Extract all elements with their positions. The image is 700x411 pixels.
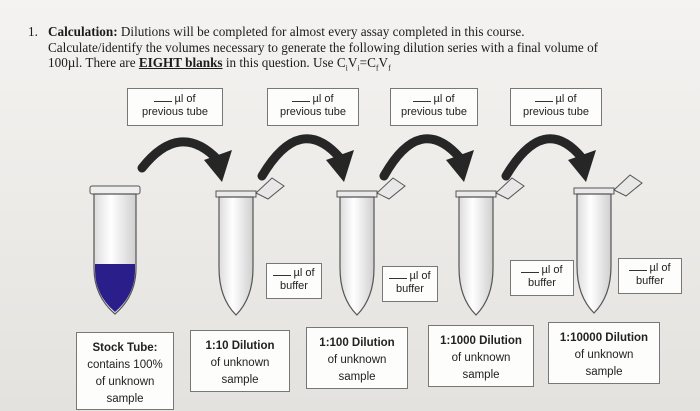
buffer-box-1: µl of buffer: [266, 263, 322, 299]
blank-line: [521, 264, 540, 273]
label-title: 1:10 Dilution: [205, 340, 275, 352]
question-line-1-text: Dilutions will be completed for almost e…: [117, 24, 525, 39]
stock-tube: [89, 185, 141, 315]
label-line: sample: [106, 393, 144, 405]
eight-blanks-text: EIGHT blanks: [138, 55, 223, 70]
unit-label: µl of: [174, 93, 196, 105]
unit-label: µl of: [409, 270, 431, 282]
label-title: 1:1000 Dilution: [440, 335, 522, 347]
box-text: buffer: [636, 275, 664, 287]
dilution-tube-2: [336, 177, 406, 316]
label-line: of unknown: [451, 352, 511, 364]
blank-line: [292, 93, 311, 102]
previous-tube-box-1: µl of previous tube: [127, 88, 223, 126]
arrow-4-head: [568, 150, 596, 182]
box-text: previous tube: [279, 106, 347, 118]
blank-line: [629, 262, 648, 271]
box-text: buffer: [280, 280, 308, 292]
label-line: sample: [585, 366, 623, 378]
arrow-2-head: [326, 150, 354, 182]
label-title: 1:100 Dilution: [319, 337, 395, 349]
unit-label: µl of: [555, 93, 577, 105]
arrow-2-curve: [257, 134, 345, 181]
label-title: 1:10000 Dilution: [559, 332, 649, 344]
unit-label: µl of: [649, 262, 671, 274]
sub-f-2: f: [388, 63, 391, 73]
question-line-3-e: V: [378, 55, 389, 70]
box-text: previous tube: [522, 106, 590, 118]
question-line-3-a: 100µl. There are: [48, 55, 139, 70]
label-line: of unknown: [95, 376, 155, 388]
previous-tube-box-3: µl of previous tube: [390, 88, 478, 126]
blank-line: [413, 93, 432, 102]
dilution-label-1-100: 1:100 Dilution of unknown sample: [306, 327, 408, 389]
blank-line: [389, 270, 408, 279]
arrow-4-curve: [501, 134, 587, 181]
unit-label: µl of: [541, 264, 563, 276]
question-bold-lead: Calculation:: [48, 24, 118, 39]
arrow-3-curve: [379, 134, 465, 181]
question-line-3-d: =C: [359, 55, 376, 70]
dilution-label-1-10000: 1:10000 Dilution of unknown sample: [548, 322, 660, 384]
arrow-1-curve: [137, 137, 223, 173]
blank-line: [273, 267, 292, 276]
stock-tube-cap: [89, 185, 141, 195]
tube-3-lid: [495, 177, 525, 200]
label-line: of unknown: [210, 357, 270, 369]
unit-label: µl of: [433, 93, 455, 105]
question-text: 1. Calculation: Dilutions will be comple…: [28, 24, 688, 76]
label-line: contains 100%: [87, 359, 163, 371]
label-line: of unknown: [574, 349, 634, 361]
question-number: 1.: [28, 24, 38, 39]
dilution-tube-4: [573, 174, 643, 314]
tube-1-lid: [255, 177, 285, 200]
blank-line: [154, 93, 173, 102]
label-line: of unknown: [327, 354, 387, 366]
blank-line: [535, 93, 554, 102]
box-text: previous tube: [141, 106, 209, 118]
label-title: Stock Tube:: [92, 342, 158, 354]
question-line-3-c: V: [347, 55, 358, 70]
question-line-2: Calculate/identify the volumes necessary…: [48, 39, 599, 55]
buffer-box-4: µl of buffer: [618, 258, 682, 294]
sub-i-1: i: [345, 63, 348, 73]
label-line: sample: [221, 374, 259, 386]
tube-4-lid: [613, 174, 643, 197]
previous-tube-box-2: µl of previous tube: [267, 88, 359, 126]
box-text: previous tube: [400, 106, 468, 118]
arrow-3-head: [446, 150, 474, 182]
arrow-1-head: [204, 150, 232, 182]
question-line-1: Calculation: Dilutions will be completed…: [48, 24, 688, 40]
sub-i-2: i: [357, 63, 360, 73]
buffer-box-2: µl of buffer: [382, 266, 438, 302]
unit-label: µl of: [312, 93, 334, 105]
sub-f-1: f: [375, 63, 379, 73]
dilution-tube-1: [215, 177, 285, 316]
box-text: buffer: [396, 283, 424, 295]
box-text: buffer: [528, 277, 556, 289]
stock-tube-label: Stock Tube: contains 100% of unknown sam…: [76, 332, 174, 410]
unit-label: µl of: [293, 267, 315, 279]
tube-2-lid: [376, 177, 406, 200]
dilution-label-1-1000: 1:1000 Dilution of unknown sample: [428, 325, 534, 387]
dilution-label-1-10: 1:10 Dilution of unknown sample: [190, 330, 290, 392]
label-line: sample: [338, 371, 376, 383]
label-line: sample: [462, 369, 500, 381]
buffer-box-3: µl of buffer: [510, 260, 574, 296]
dilution-tube-3: [455, 177, 525, 316]
stock-liquid: [95, 264, 135, 312]
question-line-3-b: in this question. Use C: [222, 55, 346, 70]
previous-tube-box-4: µl of previous tube: [510, 88, 602, 126]
question-line-3: 100µl. There are EIGHT blanks in this qu…: [48, 55, 688, 76]
